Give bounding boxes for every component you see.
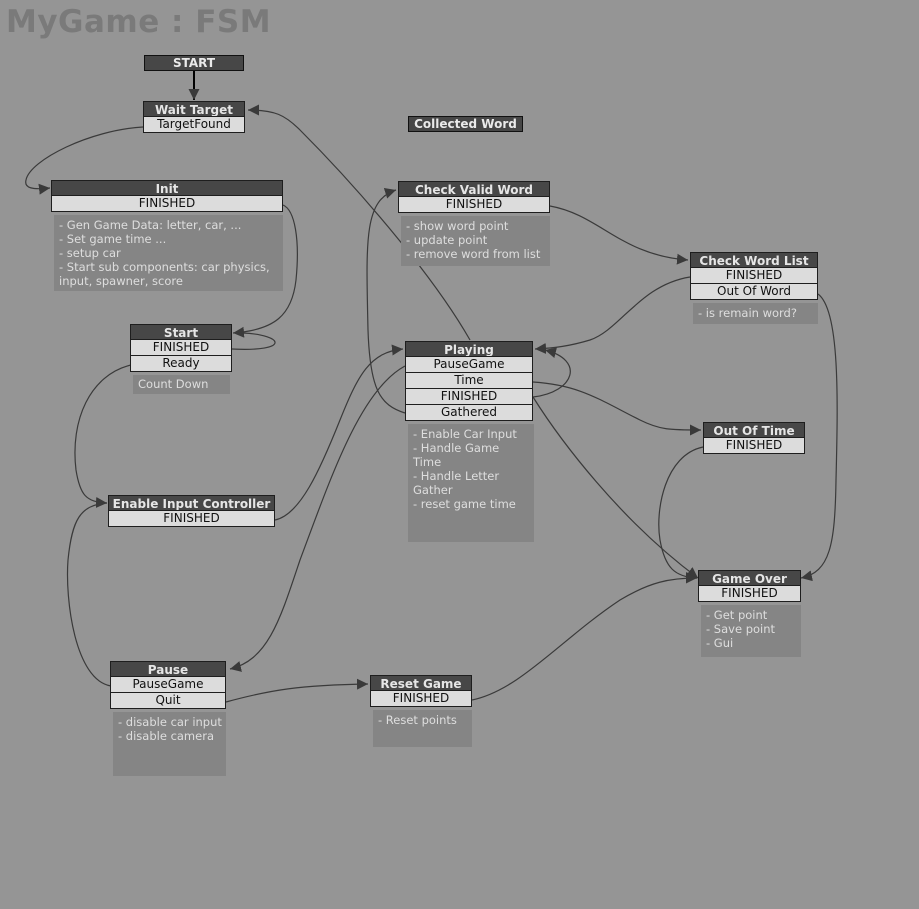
edge-pause-quit-to-reset-game bbox=[225, 678, 369, 703]
start-node[interactable]: START bbox=[144, 55, 244, 71]
state-title[interactable]: Enable Input Controller bbox=[108, 495, 275, 511]
edge-enable-input-to-playing bbox=[274, 344, 404, 521]
event-out-of-word[interactable]: Out Of Word bbox=[690, 284, 818, 300]
state-title[interactable]: Check Valid Word bbox=[398, 181, 550, 197]
event-finished[interactable]: FINISHED bbox=[398, 197, 550, 213]
state-check-valid-word[interactable]: Check Valid Word FINISHED - show word po… bbox=[398, 181, 550, 266]
event-pausegame[interactable]: PauseGame bbox=[110, 677, 226, 693]
edge-out-of-word-to-game-over bbox=[800, 293, 838, 582]
edge-playing-finished-to-wait-target bbox=[247, 104, 471, 341]
state-description: - disable car input - disable camera bbox=[113, 712, 226, 776]
state-description: Count Down bbox=[133, 375, 230, 394]
event-time[interactable]: Time bbox=[405, 373, 533, 389]
event-finished[interactable]: FINISHED bbox=[130, 340, 232, 356]
edge-start-ready-to-enable-input bbox=[74, 364, 132, 508]
state-description: - is remain word? bbox=[693, 303, 818, 324]
event-pausegame[interactable]: PauseGame bbox=[405, 357, 533, 373]
state-playing[interactable]: Playing PauseGame Time FINISHED Gathered… bbox=[405, 341, 534, 542]
state-title[interactable]: Init bbox=[51, 180, 283, 196]
state-title[interactable]: Out Of Time bbox=[703, 422, 805, 438]
edge-reset-game-to-game-over bbox=[471, 572, 698, 701]
event-finished[interactable]: FINISHED bbox=[108, 511, 275, 527]
event-gathered[interactable]: Gathered bbox=[405, 405, 533, 421]
edge-playing-to-game-over bbox=[532, 396, 699, 579]
edge-playing-pausegame-to-pause bbox=[229, 365, 406, 672]
edge-targetfound-to-init bbox=[25, 126, 144, 195]
state-title[interactable]: Pause bbox=[110, 661, 226, 677]
state-description: - Get point - Save point - Gui bbox=[701, 605, 801, 657]
state-title[interactable]: Check Word List bbox=[690, 252, 818, 268]
state-description: - Gen Game Data: letter, car, ... - Set … bbox=[54, 215, 283, 291]
state-check-word-list[interactable]: Check Word List FINISHED Out Of Word - i… bbox=[690, 252, 818, 324]
event-finished[interactable]: FINISHED bbox=[370, 691, 472, 707]
state-start[interactable]: Start FINISHED Ready Count Down bbox=[130, 324, 232, 394]
event-ready[interactable]: Ready bbox=[130, 356, 232, 372]
event-targetfound[interactable]: TargetFound bbox=[143, 117, 245, 133]
state-title[interactable]: Reset Game bbox=[370, 675, 472, 691]
event-finished[interactable]: FINISHED bbox=[703, 438, 805, 454]
edge-out-of-time-to-game-over bbox=[658, 446, 704, 583]
state-description: - Enable Car Input - Handle Game Time - … bbox=[408, 424, 534, 542]
global-event-collected-word[interactable]: Collected Word bbox=[408, 116, 523, 132]
event-finished[interactable]: FINISHED bbox=[405, 389, 533, 405]
state-title[interactable]: Playing bbox=[405, 341, 533, 357]
event-quit[interactable]: Quit bbox=[110, 693, 226, 709]
state-pause[interactable]: Pause PauseGame Quit - disable car input… bbox=[110, 661, 226, 776]
edge-playing-gathered-to-check-valid-word bbox=[366, 188, 406, 414]
event-finished[interactable]: FINISHED bbox=[51, 196, 283, 212]
edge-check-word-list-finished-to-playing bbox=[534, 276, 691, 354]
state-title[interactable]: Game Over bbox=[698, 570, 801, 586]
state-description: - Reset points bbox=[373, 710, 472, 747]
state-description: - show word point - update point - remov… bbox=[401, 216, 550, 266]
edge-init-finished-to-start bbox=[232, 204, 298, 338]
edge-playing-finished-loop bbox=[532, 347, 571, 398]
state-out-of-time[interactable]: Out Of Time FINISHED bbox=[703, 422, 805, 454]
state-enable-input-controller[interactable]: Enable Input Controller FINISHED bbox=[108, 495, 275, 527]
state-reset-game[interactable]: Reset Game FINISHED - Reset points bbox=[370, 675, 472, 747]
event-finished[interactable]: FINISHED bbox=[698, 586, 801, 602]
edge-playing-time-to-out-of-time bbox=[532, 381, 702, 436]
state-init[interactable]: Init FINISHED - Gen Game Data: letter, c… bbox=[51, 180, 283, 291]
state-title[interactable]: Start bbox=[130, 324, 232, 340]
fsm-title: MyGame : FSM bbox=[6, 4, 272, 40]
edge-pause-pausegame-to-enable-input bbox=[66, 502, 112, 687]
edge-check-valid-word-to-check-word-list bbox=[549, 205, 689, 265]
state-game-over[interactable]: Game Over FINISHED - Get point - Save po… bbox=[698, 570, 801, 657]
event-finished[interactable]: FINISHED bbox=[690, 268, 818, 284]
state-title[interactable]: Wait Target bbox=[143, 101, 245, 117]
state-wait-target[interactable]: Wait Target TargetFound bbox=[143, 101, 245, 133]
edge-start-finished-loop bbox=[231, 332, 276, 350]
